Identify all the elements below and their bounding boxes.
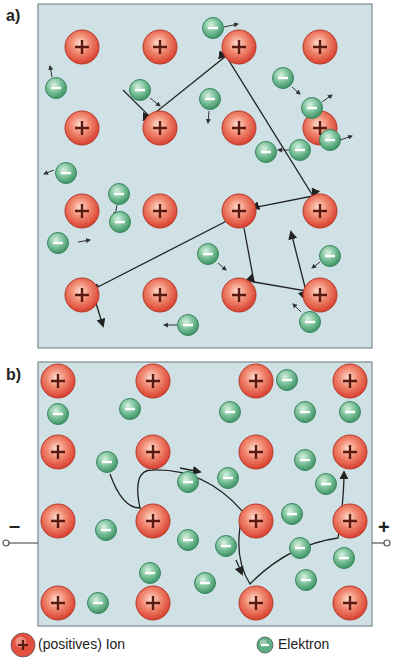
electrons-b [48, 370, 361, 614]
ion-grid-a [65, 30, 337, 312]
panel-a [38, 4, 372, 348]
ion-grid-b [41, 364, 367, 620]
legend-text: Elektron [278, 636, 329, 652]
terminal-sign: – [9, 514, 20, 537]
panel-b [38, 362, 372, 626]
panel-label: a) [6, 7, 20, 25]
legend-swatch [10, 632, 36, 658]
legend-swatch [252, 632, 278, 658]
terminal-sign: + [378, 516, 390, 539]
electron-path [92, 56, 313, 326]
electrons-a [46, 18, 341, 336]
panel-label: b) [6, 366, 21, 384]
velocity-arrows [44, 24, 352, 325]
legend-text: (positives) Ion [38, 636, 125, 652]
